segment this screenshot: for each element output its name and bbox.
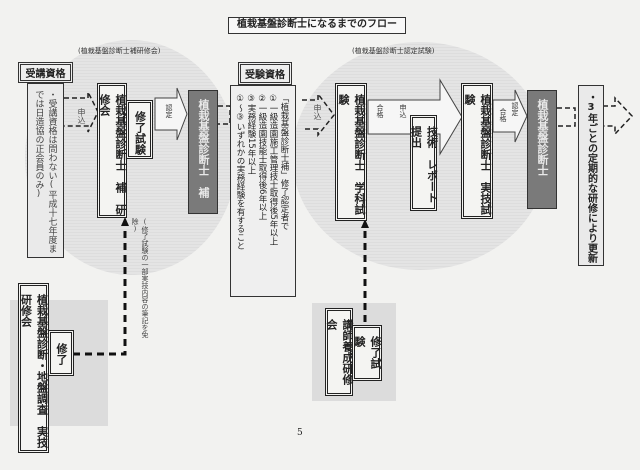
pass-label: 合格	[376, 104, 384, 118]
juken-line: ①〜③いずれかの実務経験を有すること	[235, 94, 245, 250]
juken-line: 「植栽基盤診断士補」修了認定者で	[279, 94, 289, 230]
completion-exam-box-2: 修了試験	[352, 325, 382, 381]
connector-2	[557, 107, 576, 127]
apply-label-1: 申込	[77, 108, 86, 124]
certify-arrow-1	[154, 87, 188, 141]
assistant-qualification-box: 植栽基盤診断士 補	[188, 90, 218, 214]
pass-label-2: 合格	[499, 108, 507, 122]
exam-area-ellipse	[292, 42, 548, 270]
written-exam-box: 植栽基盤診断士 学科試験	[335, 83, 367, 221]
renewal-arrow	[603, 96, 634, 136]
apply-arrow-2	[302, 91, 335, 138]
training-course-box: 植栽基盤診断士 補 研修会	[97, 83, 127, 218]
certify-label-2: 認定	[511, 102, 519, 116]
page-title: 植栽基盤診断士になるまでのフロー	[228, 17, 406, 34]
apply-label-3: 申込	[399, 104, 407, 118]
juko-header: 受講資格	[18, 62, 73, 83]
ground-training-box: 植栽基盤診断・地盤調査 実技研修会	[18, 283, 49, 453]
juken-header: 受験資格	[238, 62, 292, 85]
apply-label-2: 申込	[313, 104, 322, 120]
juken-line: ②一級造園技能士取得後6年以上	[257, 94, 267, 220]
renewal-box: ・3年ごとの定期的な研修により更新	[578, 85, 604, 266]
diagnostician-box: 植栽基盤診断士	[527, 90, 557, 209]
report-box: 技術 レポート提出	[410, 115, 439, 211]
instructor-training-box: 講師養成研修会	[325, 308, 354, 396]
section-training-label: (植栽基盤診断士補研修会)	[78, 47, 161, 55]
arrowhead-up-2	[361, 219, 369, 228]
exemption-dashed-line	[73, 224, 127, 356]
connector-1	[218, 105, 231, 125]
exemption-note: (修了試験の一部実技内容の筆記を免除)	[131, 218, 149, 338]
certify-label-1: 認定	[165, 104, 173, 118]
juken-line: ③実務経験15年以上	[246, 94, 256, 175]
juko-body: ・受講資格は問わない(平成十七年度までは日造協の正会員のみ)	[27, 83, 64, 258]
juken-body: 「植栽基盤診断士補」修了認定者で ①一級造園施工管理技士取得後5年以上 ②一級造…	[230, 85, 296, 297]
pass-certify-arrow	[492, 89, 528, 143]
arrowhead-up-1	[121, 217, 129, 226]
juken-line: ①一級造園施工管理技士取得後5年以上	[268, 94, 278, 246]
page-number: 5	[297, 428, 303, 438]
ground-completion-box: 修了	[48, 330, 74, 376]
section-exam-label: (植栽基盤診断士認定試験)	[352, 47, 435, 55]
practical-exam-box: 植栽基盤診断士 実技試験	[461, 83, 493, 219]
completion-exam-box-1: 修了試験	[126, 100, 153, 159]
